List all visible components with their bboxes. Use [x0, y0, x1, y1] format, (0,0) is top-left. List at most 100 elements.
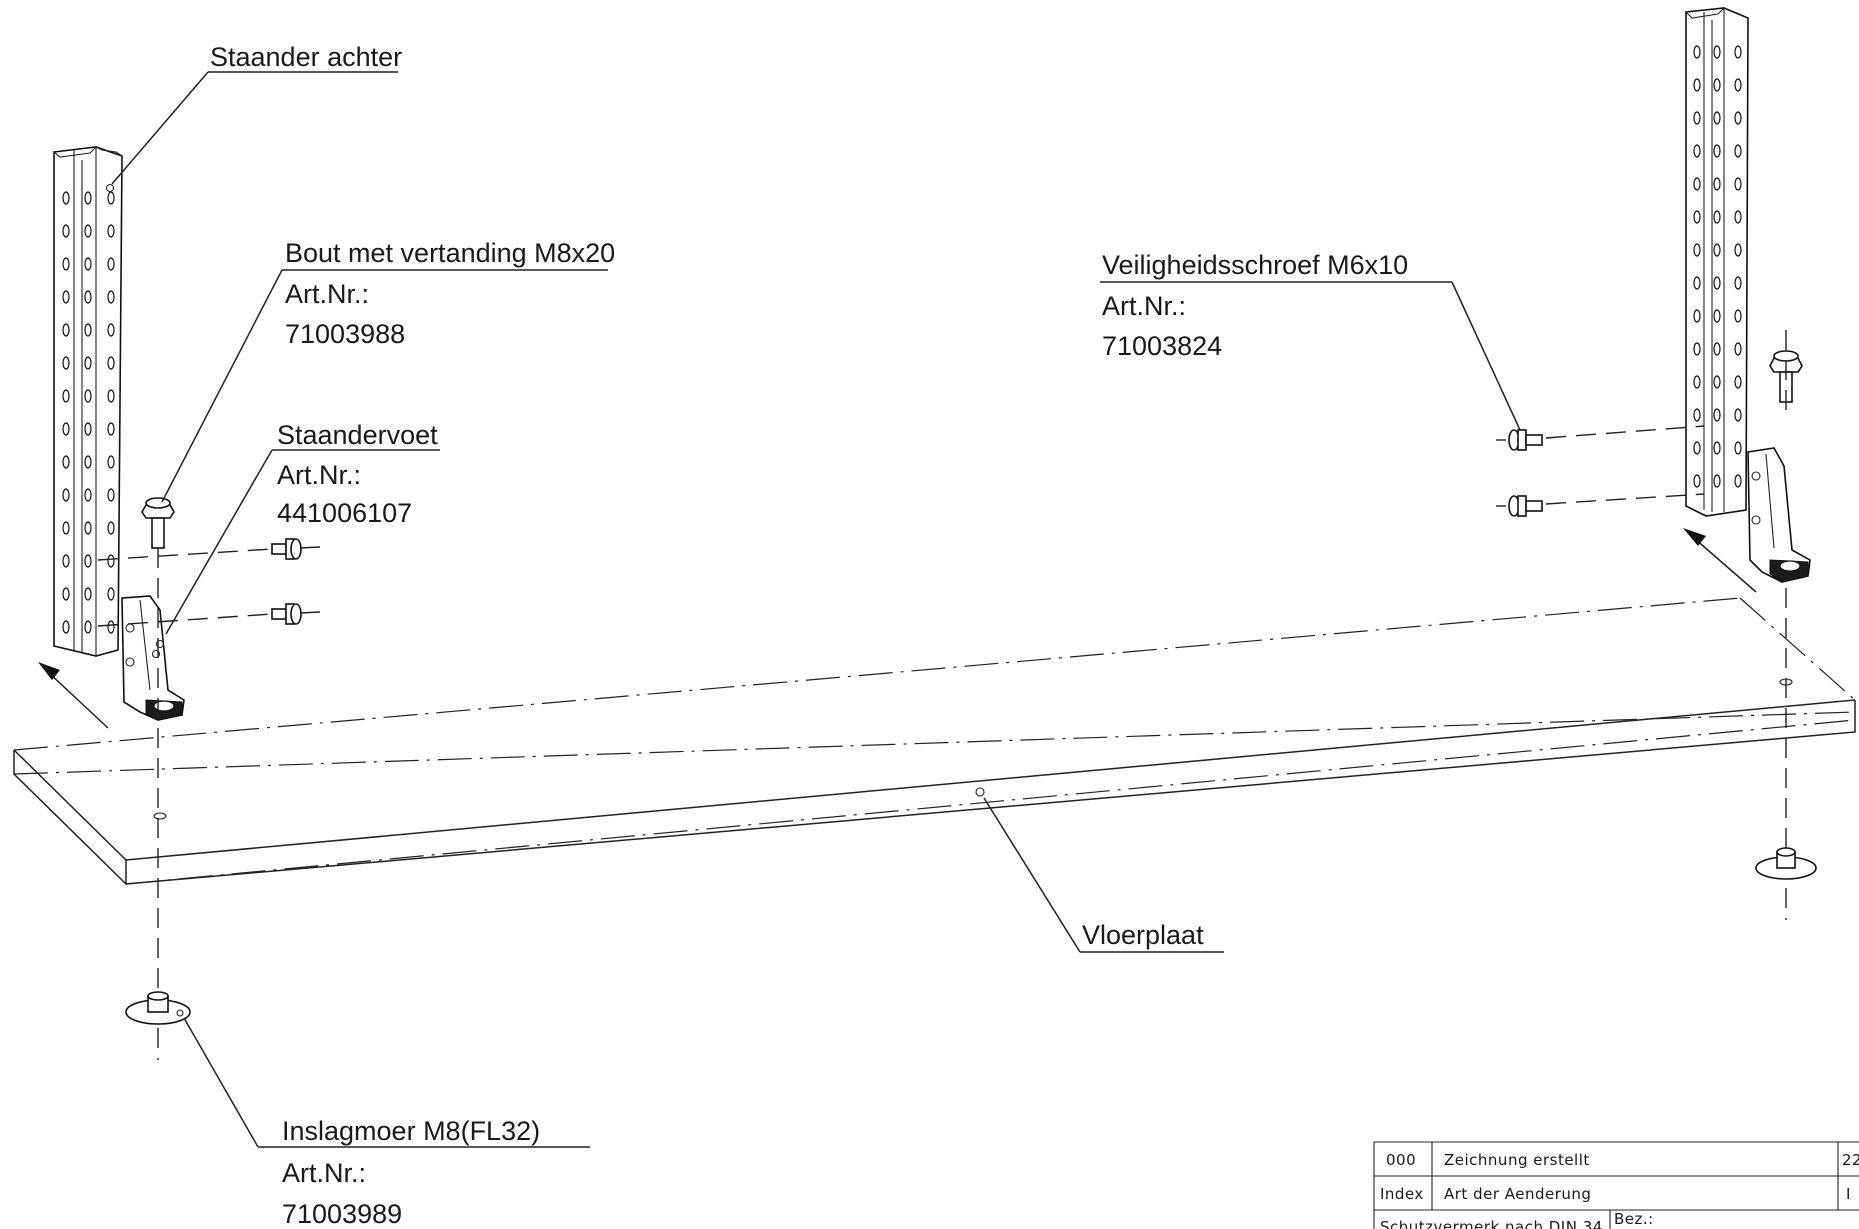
slot-hole: [62, 290, 70, 304]
label-vloerplaat: Vloerplaat: [1082, 920, 1204, 950]
left-flange-bolt: [141, 497, 175, 549]
slot-hole: [107, 290, 115, 304]
tb-row2-date: I: [1846, 1185, 1851, 1203]
right-small-bolts: [1508, 429, 1543, 517]
right-insert-nut: [1755, 847, 1817, 880]
slot-hole: [1734, 210, 1742, 224]
label-bout-nr: 71003988: [285, 319, 405, 349]
slot-hole: [62, 620, 70, 634]
slot-hole: [1693, 342, 1701, 356]
slot-hole: [1713, 78, 1721, 92]
slot-hole: [1713, 210, 1721, 224]
tb-row2-change: Art der Aenderung: [1444, 1185, 1591, 1203]
slot-hole: [1693, 309, 1701, 323]
label-bout-art: Art.Nr.:: [285, 279, 369, 309]
floor-plate: [13, 597, 1856, 885]
slot-hole: [1693, 144, 1701, 158]
slot-hole: [107, 356, 115, 370]
label-staandervoet-title: Staandervoet: [277, 420, 438, 450]
slot-hole: [62, 356, 70, 370]
label-staandervoet-art: Art.Nr.:: [277, 460, 361, 490]
slot-hole: [1734, 78, 1742, 92]
label-veiligheid-art: Art.Nr.:: [1102, 291, 1186, 321]
slot-hole: [84, 191, 92, 205]
left-small-bolts: [271, 538, 302, 625]
slot-hole: [1693, 474, 1701, 488]
slot-hole: [1713, 441, 1721, 455]
slot-hole: [1734, 144, 1742, 158]
slot-hole: [1734, 474, 1742, 488]
slot-hole: [107, 455, 115, 469]
slot-hole: [62, 257, 70, 271]
left-foot: [121, 595, 185, 721]
slot-hole: [1713, 375, 1721, 389]
slot-hole: [62, 422, 70, 436]
right-upright-holes: [1693, 45, 1742, 488]
slot-hole: [1734, 441, 1742, 455]
slot-hole: [1713, 144, 1721, 158]
tb-row1-change: Zeichnung erstellt: [1444, 1151, 1590, 1169]
slot-hole: [62, 521, 70, 535]
slot-hole: [1734, 408, 1742, 422]
slot-hole: [84, 224, 92, 238]
slot-hole: [62, 224, 70, 238]
tb-row2-index: Index: [1380, 1185, 1424, 1203]
slot-hole: [1734, 45, 1742, 59]
slot-hole: [107, 389, 115, 403]
right-foot: [1747, 447, 1811, 583]
slot-hole: [1693, 45, 1701, 59]
slot-hole: [84, 587, 92, 601]
label-staander-achter: Staander achter: [210, 42, 402, 72]
tb-row1-index: 000: [1386, 1151, 1416, 1169]
slot-hole: [1734, 276, 1742, 290]
slot-hole: [1713, 111, 1721, 125]
label-inslagmoer-nr: 71003989: [282, 1199, 402, 1229]
slot-hole: [84, 356, 92, 370]
left-insert-nut: [125, 991, 191, 1025]
slot-hole: [1693, 441, 1701, 455]
slot-hole: [1693, 111, 1701, 125]
label-inslagmoer-title: Inslagmoer M8(FL32): [282, 1116, 540, 1146]
title-block: 000 Zeichnung erstellt 22 Index Art der …: [1373, 1141, 1859, 1229]
slot-hole: [1693, 408, 1701, 422]
left-upright-holes: [62, 191, 115, 634]
slot-hole: [84, 389, 92, 403]
slot-hole: [107, 554, 115, 568]
slot-hole: [107, 191, 115, 205]
slot-hole: [1734, 177, 1742, 191]
slot-hole: [1713, 474, 1721, 488]
slot-hole: [1734, 111, 1742, 125]
label-veiligheid-title: Veiligheidsschroef M6x10: [1102, 250, 1408, 280]
slot-hole: [84, 422, 92, 436]
slot-hole: [1693, 243, 1701, 257]
slot-hole: [1693, 210, 1701, 224]
slot-hole: [84, 290, 92, 304]
slot-hole: [1693, 375, 1701, 389]
slot-hole: [107, 521, 115, 535]
slot-hole: [1734, 342, 1742, 356]
slot-hole: [107, 422, 115, 436]
slot-hole: [107, 587, 115, 601]
tb-row1-date: 22: [1842, 1151, 1859, 1169]
label-veiligheid-nr: 71003824: [1102, 331, 1222, 361]
slot-hole: [84, 488, 92, 502]
slot-hole: [62, 554, 70, 568]
label-inslagmoer-art: Art.Nr.:: [282, 1158, 366, 1188]
slot-hole: [62, 587, 70, 601]
slot-hole: [84, 620, 92, 634]
leader-lines: [105, 71, 1521, 1148]
slot-hole: [84, 323, 92, 337]
label-bout-title: Bout met vertanding M8x20: [285, 238, 615, 268]
slot-hole: [1693, 276, 1701, 290]
right-upright: [1685, 7, 1749, 517]
slot-hole: [107, 257, 115, 271]
slot-hole: [1734, 243, 1742, 257]
slot-hole: [62, 389, 70, 403]
tb-row3-protect: Schutzvermerk nach DIN 34: [1380, 1218, 1603, 1229]
slot-hole: [62, 323, 70, 337]
slot-hole: [1693, 78, 1701, 92]
slot-hole: [84, 257, 92, 271]
slot-hole: [1734, 309, 1742, 323]
slot-hole: [62, 455, 70, 469]
